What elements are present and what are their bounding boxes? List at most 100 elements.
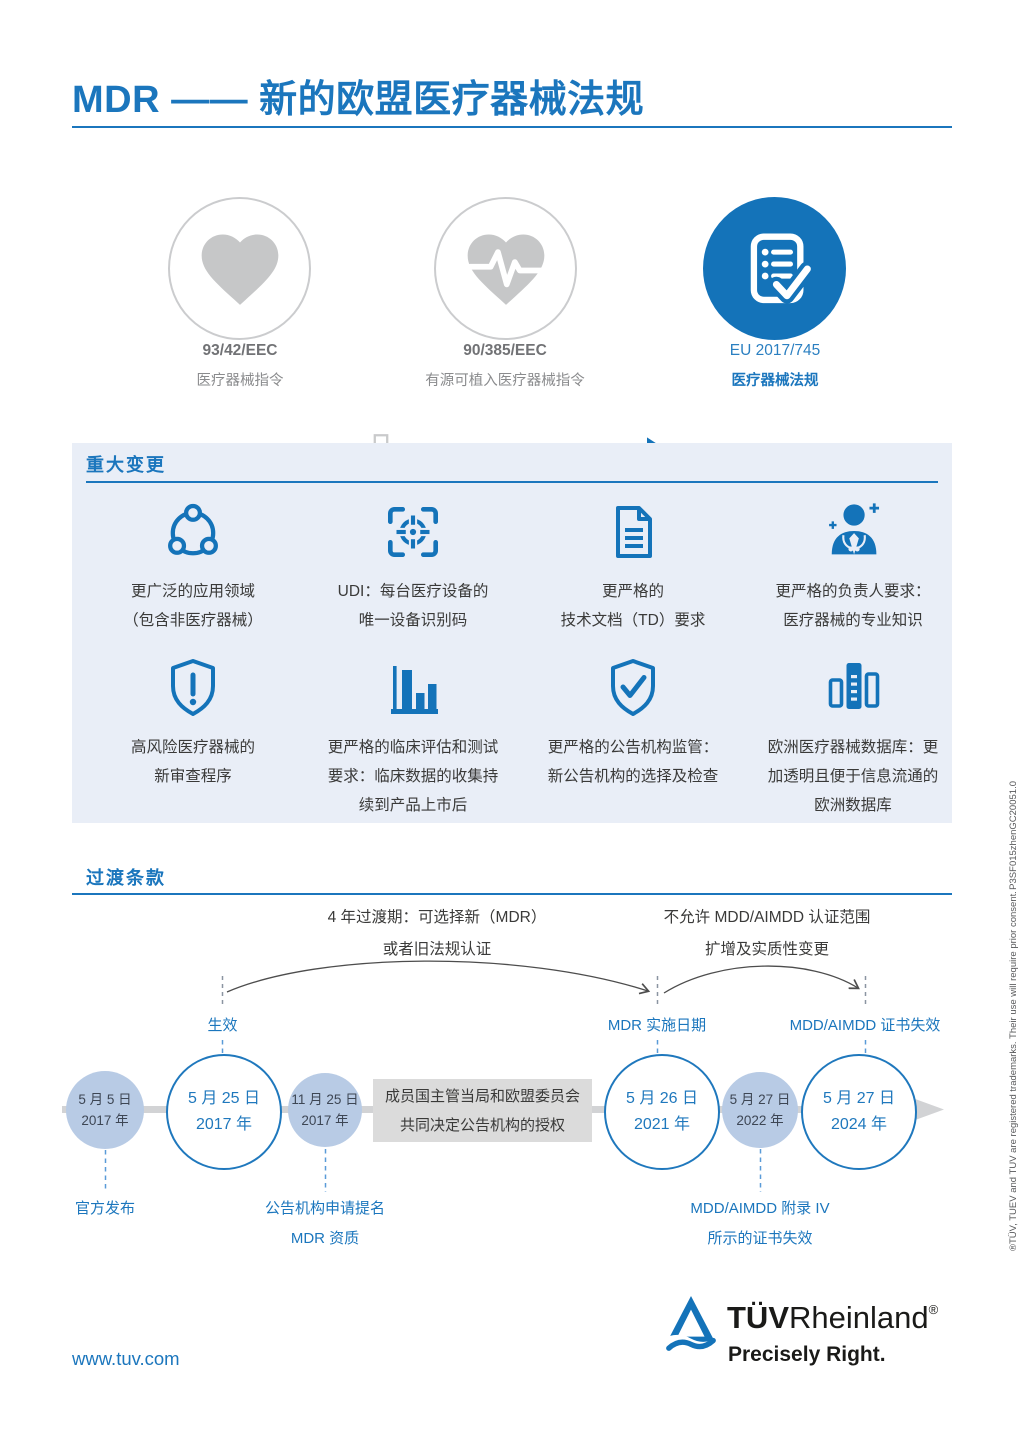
regulation-code: EU 2017/745	[729, 342, 821, 359]
change-caption: 更广泛的应用领域	[130, 583, 255, 600]
brand-tagline: Precisely Right.	[728, 1343, 886, 1366]
change-caption: 要求：临床数据的收集持	[327, 768, 499, 785]
directive-name: 有源可植入医疗器械指令	[425, 373, 585, 389]
transition-arc-right	[663, 965, 858, 994]
change-caption: 更严格的公告机构监管：	[547, 739, 719, 756]
registered-mark: ®	[928, 1302, 939, 1317]
change-caption: 更严格的负责人要求：	[775, 583, 931, 600]
annotation-transition-period: 4 年过渡期：可选择新（MDR） 或者旧法规认证	[277, 902, 597, 966]
milestone-date: 5 月 27 日	[729, 1092, 791, 1107]
change-item-clinical: 更严格的临床评估和测试 要求：临床数据的收集持 续到产品上市后	[301, 651, 525, 820]
milestone-2021-05-26: 5 月 26 日 2021 年	[604, 1054, 720, 1170]
label-line: MDR 资质	[290, 1230, 360, 1247]
aimdd-circle	[434, 197, 577, 340]
milestone-date: 11 月 25 日	[291, 1092, 359, 1107]
annotation-no-extension: 不允许 MDD/AIMDD 认证范围 扩增及实质性变更	[612, 902, 922, 966]
udi-scan-icon	[387, 506, 439, 558]
section-title-transition: 过渡条款	[86, 868, 166, 888]
directive-code: 90/385/EEC	[463, 342, 547, 359]
change-caption: 续到产品上市后	[358, 797, 468, 814]
mdd-label: 93/42/EEC 医疗器械指令	[110, 342, 370, 390]
annotation-line: 或者旧法规认证	[382, 941, 492, 958]
milestone-2024-05-27: 5 月 27 日 2024 年	[801, 1054, 917, 1170]
change-caption: （包含非医疗器械）	[123, 612, 263, 629]
label-nb-application: 公告机构申请提名 MDR 资质	[225, 1194, 425, 1254]
shield-exclamation-icon	[171, 659, 215, 716]
change-item-eudamed: 欧洲医疗器械数据库：更 加透明且便于信息流通的 欧洲数据库	[741, 651, 965, 820]
change-caption: 医疗器械的专业知识	[783, 612, 923, 629]
timeline-note-box: 成员国主管当局和欧盟委员会 共同决定公告机构的授权	[373, 1079, 592, 1142]
change-caption: UDI：每台医疗设备的	[337, 583, 489, 600]
milestone-date: 5 月 27 日	[822, 1090, 896, 1107]
note-box-line: 成员国主管当局和欧盟委员会	[384, 1087, 580, 1105]
checklist-icon	[750, 232, 815, 303]
heart-pulse-icon	[466, 234, 545, 305]
change-item-udi: UDI：每台医疗设备的 唯一设备识别码	[301, 495, 525, 635]
change-caption: 新审查程序	[154, 768, 232, 785]
brand-rheinland: Rheinland	[789, 1300, 929, 1335]
tuv-rheinland-triangle-logo	[662, 1296, 720, 1358]
milestone-2017-05-25: 5 月 25 日 2017 年	[166, 1054, 282, 1170]
milestone-year: 2017 年	[301, 1113, 349, 1128]
heart-icon	[201, 234, 278, 305]
mdr-circle	[703, 197, 846, 340]
label-annex-iv-void: MDD/AIMDD 附录 IV 所示的证书失效	[650, 1194, 870, 1254]
milestone-year: 2017 年	[195, 1116, 253, 1133]
section-title-changes: 重大变更	[86, 455, 166, 475]
milestone-2017-05-05: 5 月 5 日 2017 年	[66, 1071, 144, 1149]
regulation-name: 医疗器械法规	[731, 373, 819, 389]
change-caption: 加透明且便于信息流通的	[767, 768, 939, 785]
directive-name: 医疗器械指令	[196, 373, 284, 389]
change-caption: 高风险医疗器械的	[130, 739, 255, 756]
milestone-date: 5 月 25 日	[187, 1090, 261, 1107]
network-icon	[168, 503, 218, 556]
section-divider	[72, 893, 952, 895]
milestone-2022-05-27: 5 月 27 日 2022 年	[722, 1072, 798, 1148]
change-caption: 更严格的临床评估和测试	[327, 739, 499, 756]
change-caption: 唯一设备识别码	[358, 612, 468, 629]
directive-evolution: 93/42/EEC 医疗器械指令 90/385/EEC 有源可植入医疗器械指令 …	[0, 190, 1024, 478]
change-item-scope: 更广泛的应用领域 （包含非医疗器械）	[81, 495, 305, 635]
note-box-line: 共同决定公告机构的授权	[399, 1116, 565, 1134]
document-icon	[616, 506, 652, 558]
tuv-rheinland-wordmark: TÜVRheinland®	[727, 1300, 938, 1336]
change-caption: 技术文档（TD）要求	[560, 612, 706, 629]
change-item-person: 更严格的负责人要求： 医疗器械的专业知识	[741, 495, 965, 635]
annotation-line: 4 年过渡期：可选择新（MDR）	[327, 909, 547, 926]
milestone-2017-11-25: 11 月 25 日 2017 年	[288, 1073, 362, 1147]
label-mdr-application-date: MDR 实施日期	[607, 1017, 707, 1034]
major-changes-panel: 重大变更 更广泛的应用领域 （包含非医疗器械）	[72, 443, 952, 823]
aimdd-label: 90/385/EEC 有源可植入医疗器械指令	[375, 342, 635, 390]
change-caption: 欧洲数据库	[814, 797, 892, 814]
label-line: 公告机构申请提名	[264, 1200, 385, 1217]
shield-check-icon	[611, 659, 655, 716]
database-icon	[828, 663, 880, 709]
bar-chart-icon	[391, 666, 438, 714]
change-item-nb: 更严格的公告机构监管： 新公告机构的选择及检查	[521, 651, 745, 791]
website-link[interactable]: www.tuv.com	[72, 1348, 180, 1369]
label-line: 所示的证书失效	[707, 1230, 813, 1247]
doctor-icon	[829, 503, 880, 555]
change-caption: 新公告机构的选择及检查	[547, 768, 719, 785]
directive-code: 93/42/EEC	[202, 342, 278, 359]
milestone-date: 5 月 5 日	[78, 1092, 132, 1107]
milestone-year: 2021 年	[633, 1116, 691, 1133]
change-item-td: 更严格的 技术文档（TD）要求	[521, 495, 745, 635]
change-item-scrutiny: 高风险医疗器械的 新审查程序	[81, 651, 305, 791]
section-divider	[86, 481, 938, 483]
annotation-line: 扩增及实质性变更	[704, 941, 829, 958]
title-divider	[72, 126, 952, 128]
milestone-year: 2017 年	[81, 1113, 129, 1128]
milestone-date: 5 月 26 日	[625, 1090, 699, 1107]
label-official-release: 官方发布	[74, 1200, 135, 1217]
label-line: MDD/AIMDD 附录 IV	[690, 1200, 830, 1217]
annotation-line: 不允许 MDD/AIMDD 认证范围	[663, 909, 871, 926]
mdd-circle	[168, 197, 311, 340]
milestone-year: 2024 年	[830, 1116, 888, 1133]
brand-tuv: TÜV	[727, 1300, 789, 1335]
document-code: P3SF015zhenGC20051.0	[1008, 781, 1019, 890]
change-caption: 更严格的	[601, 583, 664, 600]
milestone-year: 2022 年	[736, 1113, 784, 1128]
label-mdd-certificates-void: MDD/AIMDD 证书失效	[789, 1017, 941, 1034]
